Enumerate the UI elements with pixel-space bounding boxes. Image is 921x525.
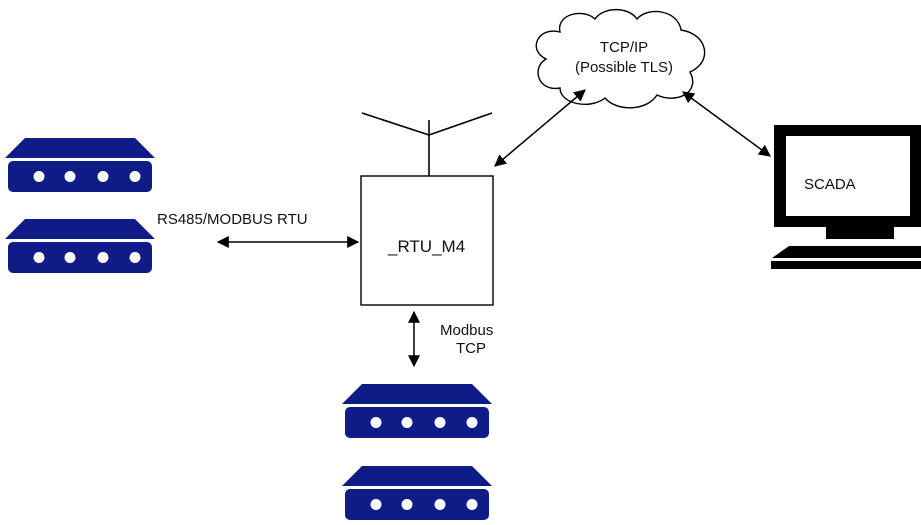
left-device-stack bbox=[5, 138, 155, 273]
cloud-icon: TCP/IP (Possible TLS) bbox=[535, 8, 706, 109]
rack-server-icon bbox=[5, 219, 155, 273]
modbus-tcp-label-line2: TCP bbox=[456, 340, 486, 357]
scada-node: SCADA bbox=[771, 125, 921, 269]
monitor-icon bbox=[771, 125, 921, 269]
scada-label: SCADA bbox=[804, 176, 856, 193]
cloud-label-line2: (Possible TLS) bbox=[575, 59, 673, 76]
antenna-icon bbox=[361, 112, 493, 176]
serial-link-label: RS485/MODBUS RTU bbox=[157, 211, 308, 228]
rtu-label: _RTU_M4 bbox=[387, 237, 465, 256]
bottom-device-stack bbox=[342, 384, 492, 520]
rack-server-icon bbox=[342, 466, 492, 520]
rack-server-icon bbox=[342, 384, 492, 438]
modbus-tcp-label-line1: Modbus bbox=[440, 322, 493, 339]
rtu-cloud-link bbox=[494, 89, 586, 167]
rack-server-icon bbox=[5, 138, 155, 192]
cloud-scada-link bbox=[682, 91, 771, 157]
cloud-label-line1: TCP/IP bbox=[600, 39, 648, 56]
rtu-node: _RTU_M4 bbox=[360, 175, 494, 306]
connections bbox=[216, 89, 771, 368]
